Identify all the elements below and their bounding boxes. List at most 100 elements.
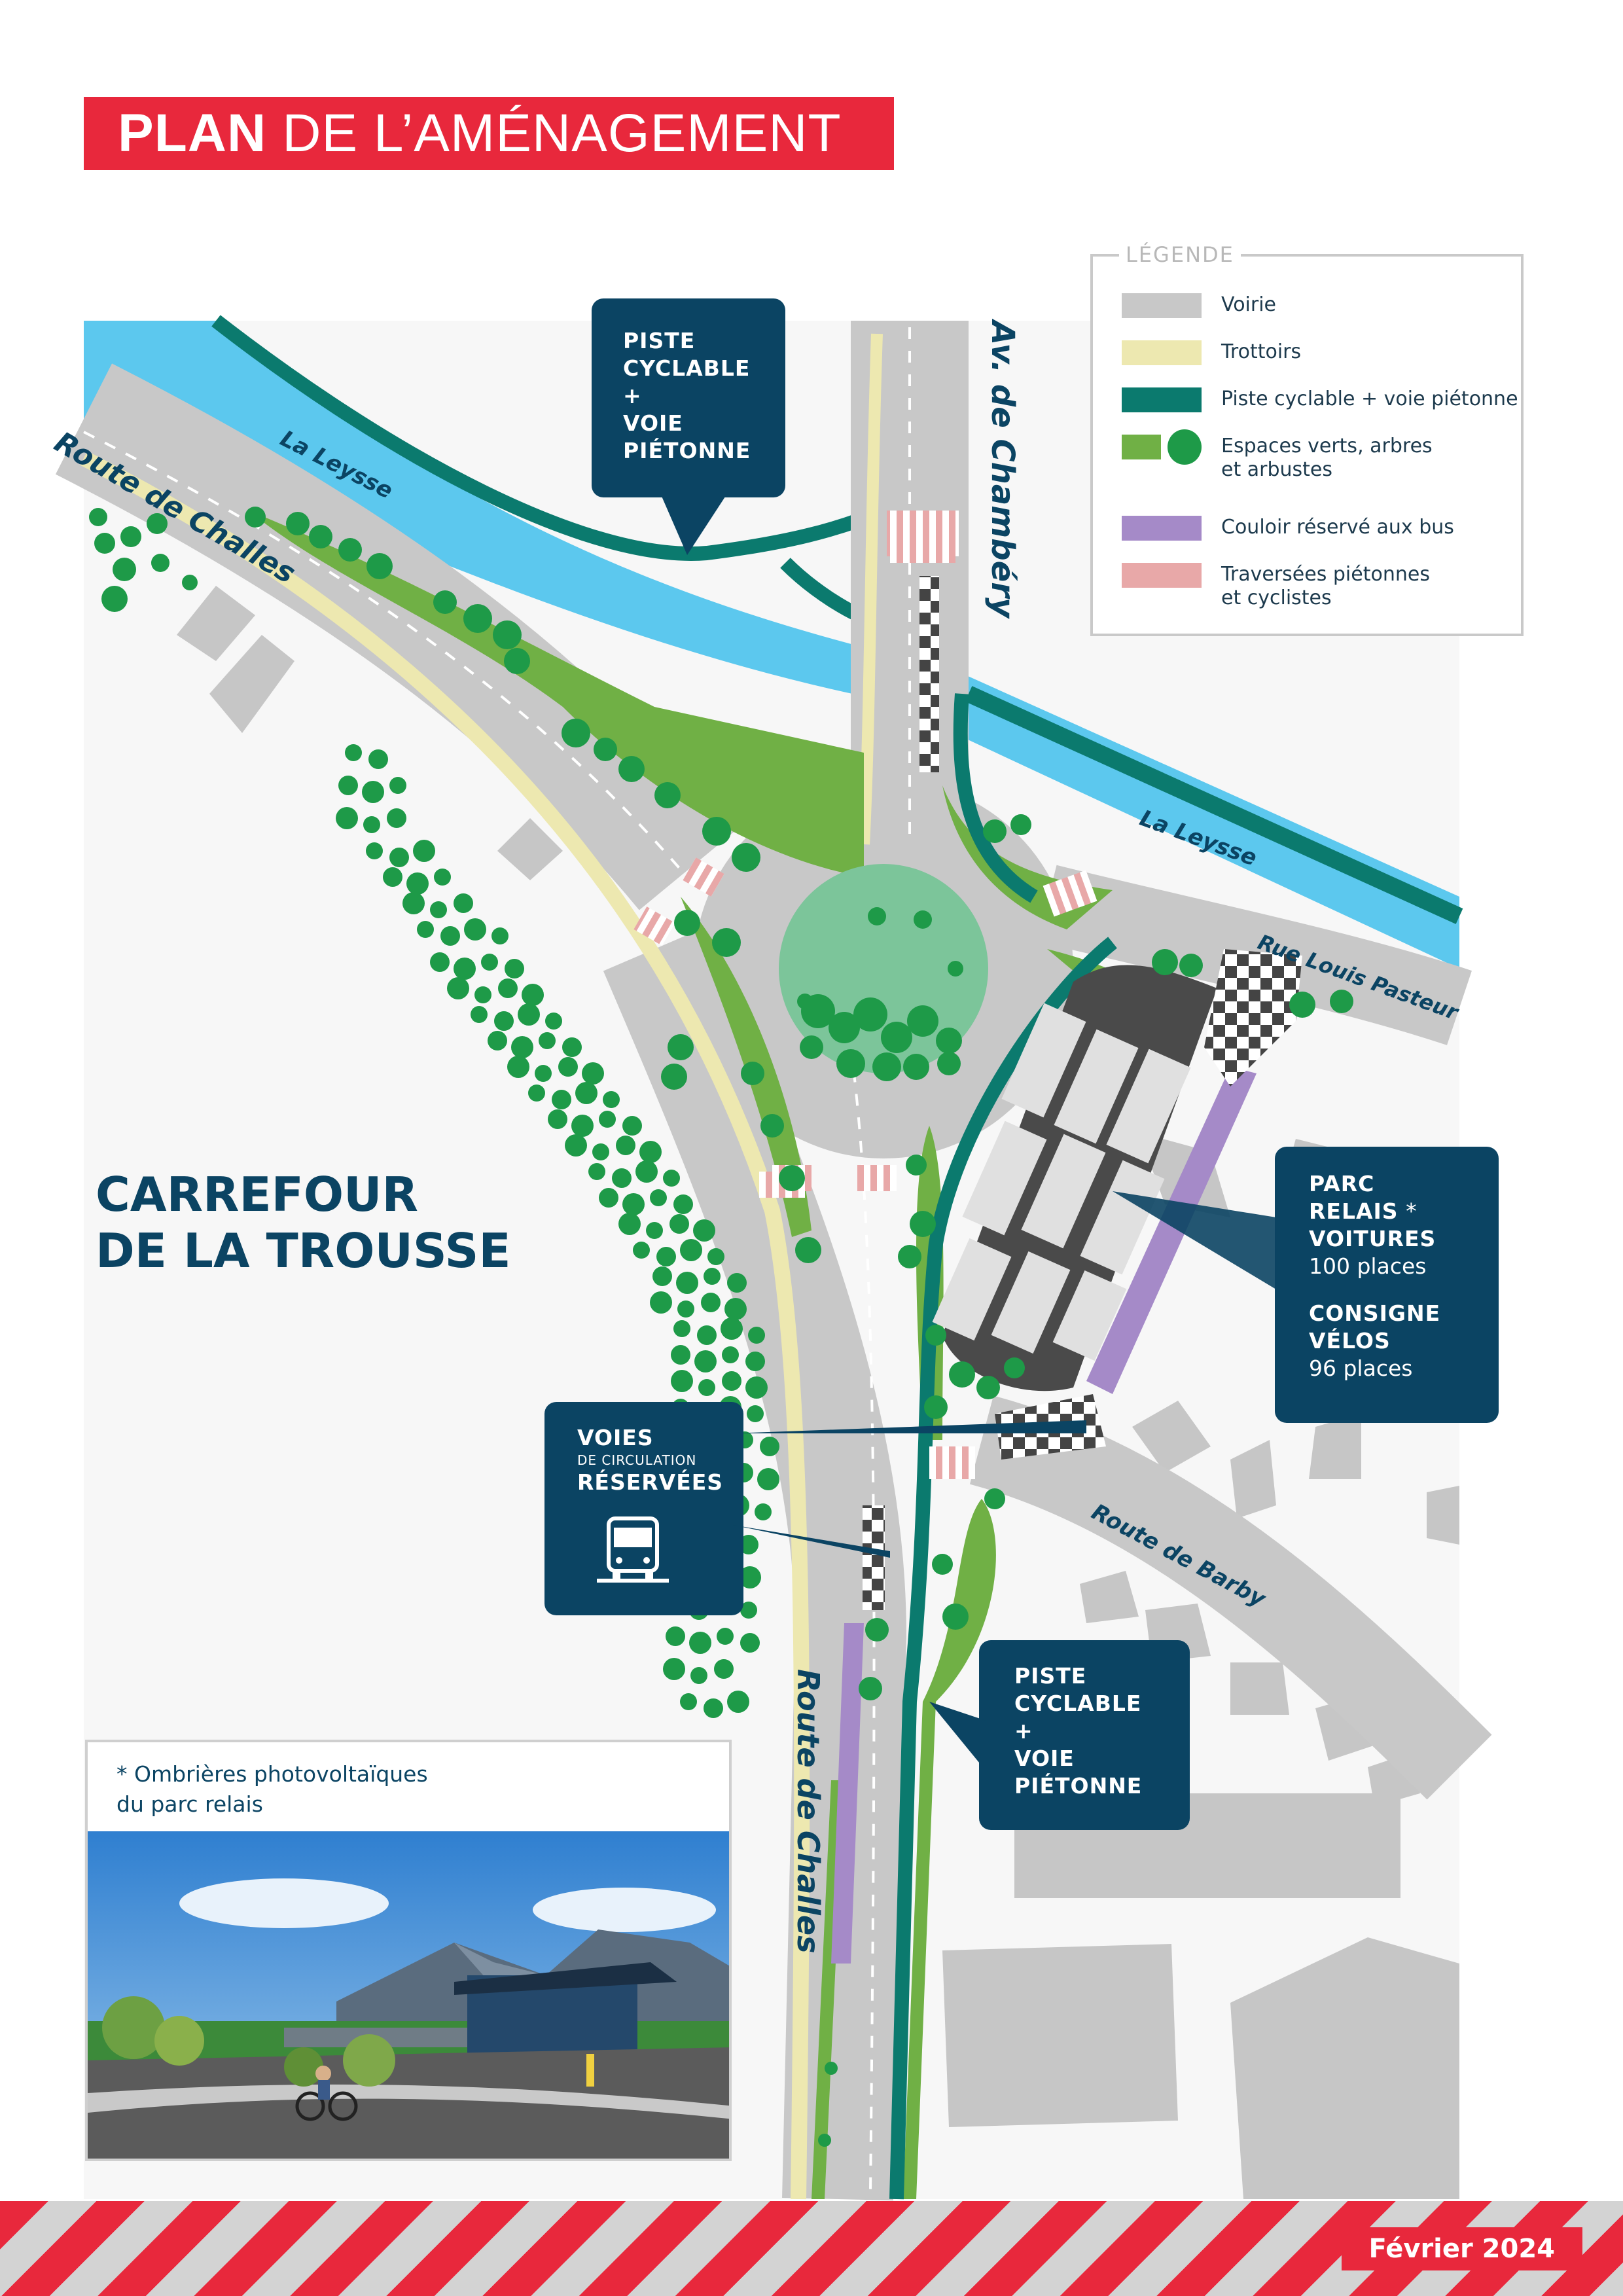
tree	[618, 1213, 641, 1235]
tree	[650, 1189, 667, 1206]
footer-date: Février 2024	[1341, 2227, 1582, 2270]
tree	[650, 1291, 672, 1314]
callout-voies-reservees: VOIES DE CIRCULATION RÉSERVÉES	[544, 1402, 743, 1615]
tree	[592, 1143, 609, 1160]
tree	[689, 1632, 711, 1654]
tree	[663, 1170, 680, 1187]
tree	[755, 1503, 772, 1520]
tree	[622, 1193, 645, 1215]
legend-swatch-traversees	[1122, 563, 1202, 588]
tree	[646, 1222, 663, 1239]
tree	[724, 1298, 747, 1320]
tree	[366, 842, 383, 859]
trees	[89, 507, 1353, 2147]
label-av-chambery: Av. de Chambéry	[984, 321, 1021, 619]
tree	[739, 1566, 761, 1588]
tree	[518, 1003, 540, 1026]
tree	[747, 1405, 764, 1422]
tree	[548, 1109, 567, 1129]
legend: LÉGENDE Voirie Trottoirs Piste cyclable …	[1090, 242, 1524, 636]
park-relais-photo	[88, 1831, 729, 2159]
tree	[454, 893, 473, 913]
legend-item-bus: Couloir réservé aux bus	[1122, 516, 1454, 541]
tree	[413, 840, 435, 862]
tree	[707, 1248, 724, 1265]
callout-pointer	[661, 495, 726, 555]
tree	[740, 1633, 760, 1653]
tree	[673, 1194, 693, 1214]
tree	[669, 1214, 689, 1234]
tree	[671, 1370, 693, 1392]
tree	[599, 1188, 618, 1208]
tree	[494, 1011, 514, 1031]
footer-stripes: Février 2024	[0, 2201, 1623, 2296]
legend-swatch-espaces-verts	[1122, 429, 1202, 465]
carrefour-label: CARREFOUR DE LA TROUSSE	[96, 1167, 511, 1278]
tree	[704, 1698, 723, 1718]
callout-piste-bottom: PISTE CYCLABLE + VOIE PIÉTONNE	[979, 1640, 1190, 1830]
cycle-path-north	[211, 315, 887, 561]
tree	[368, 749, 388, 769]
legend-item-trottoirs: Trottoirs	[1122, 340, 1301, 365]
shared-zones	[863, 576, 1302, 1610]
tree	[616, 1136, 635, 1155]
tree	[694, 1350, 717, 1372]
tree	[363, 816, 380, 833]
tree	[677, 1300, 694, 1318]
tree	[652, 1266, 672, 1286]
tree	[680, 1239, 702, 1261]
tree	[491, 927, 508, 944]
tree	[588, 1163, 605, 1180]
legend-title: LÉGENDE	[1119, 242, 1241, 267]
tree	[447, 977, 469, 999]
tree	[671, 1345, 690, 1365]
tree	[338, 776, 358, 795]
tree	[701, 1293, 721, 1312]
tree	[383, 867, 402, 887]
tree	[345, 744, 362, 761]
tree	[633, 1242, 650, 1259]
tree	[389, 777, 406, 794]
tree	[454, 958, 476, 980]
tree	[528, 1085, 545, 1102]
tree	[474, 986, 491, 1003]
photo-box: * Ombrières photovoltaïques du parc rela…	[85, 1740, 732, 2161]
callout-pointer-parc	[1113, 1191, 1276, 1289]
tree	[748, 1327, 765, 1344]
tree	[745, 1352, 765, 1371]
tree	[558, 1057, 578, 1077]
tree	[545, 1013, 562, 1030]
tree	[693, 1219, 715, 1242]
tree	[507, 1056, 529, 1078]
legend-item-piste: Piste cyclable + voie piétonne	[1122, 387, 1518, 412]
tree	[402, 892, 425, 914]
tree	[635, 1160, 658, 1183]
tree	[697, 1325, 717, 1345]
tree	[505, 959, 524, 978]
legend-label: Piste cyclable + voie piétonne	[1221, 387, 1518, 410]
tree	[739, 1535, 758, 1554]
tree	[676, 1272, 698, 1294]
page-title: PLAN DE L’AMÉNAGEMENT	[84, 97, 894, 170]
tree	[717, 1628, 734, 1645]
tree	[722, 1346, 739, 1363]
legend-swatch-bus	[1122, 516, 1202, 541]
callout-pointer-bottom	[929, 1702, 988, 1774]
tree	[498, 978, 518, 998]
tree	[727, 1273, 747, 1293]
tree	[757, 1468, 779, 1490]
photo-note: * Ombrières photovoltaïques du parc rela…	[116, 1761, 428, 1817]
tree	[680, 1693, 697, 1710]
tree	[622, 1116, 642, 1136]
tree	[406, 872, 429, 895]
callout-pointer-voies	[733, 1420, 1086, 1558]
tree	[434, 869, 451, 886]
legend-label: Couloir réservé aux bus	[1221, 516, 1454, 539]
tree	[464, 918, 486, 941]
tree	[430, 901, 447, 918]
tree	[612, 1168, 632, 1188]
tree	[698, 1379, 715, 1396]
